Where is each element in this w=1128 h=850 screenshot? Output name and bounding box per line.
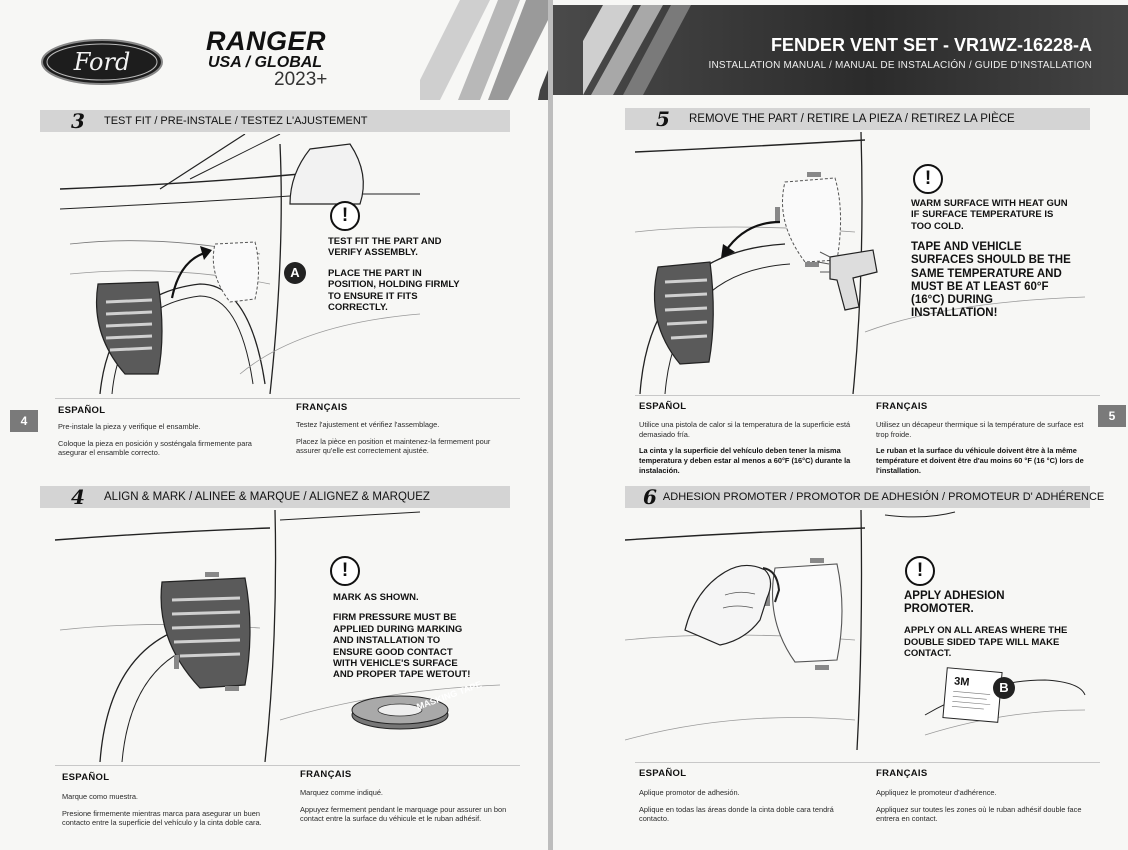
step-5-warning: WARM SURFACE WITH HEAT GUN IF SURFACE TE… xyxy=(911,198,1076,329)
header-stripes xyxy=(583,5,691,95)
step-number: 5 xyxy=(656,107,670,131)
page-number-tab: 5 xyxy=(1098,405,1126,427)
ford-logo-icon: Ford xyxy=(41,39,163,85)
wipe-brand-label: 3M xyxy=(954,675,970,688)
french-line-2: Appliquez sur toutes les zones où le rub… xyxy=(876,804,1082,824)
page-gutter xyxy=(548,0,553,850)
step-title: TEST FIT / PRE-INSTALE / TESTEZ L'AJUSTE… xyxy=(104,115,368,127)
spanish-heading: ESPAÑOL xyxy=(62,772,110,783)
step-6-warning: APPLY ADHESION PROMOTER. APPLY ON ALL AR… xyxy=(904,590,1074,669)
right-page: FENDER VENT SET - VR1WZ-16228-A INSTALLA… xyxy=(553,0,1128,850)
french-line-2: Appuyez fermement pendant le marquage po… xyxy=(300,804,507,824)
step-title: ADHESION PROMOTER / PROMOTOR DE ADHESIÓN… xyxy=(662,491,1105,503)
page-number-tab: 4 xyxy=(10,410,38,432)
warning-line-1: WARM SURFACE WITH HEAT GUN IF SURFACE TE… xyxy=(911,198,1068,232)
warning-line-2: TAPE AND VEHICLE SURFACES SHOULD BE THE … xyxy=(911,241,1071,320)
step-5-bar: 5 REMOVE THE PART / RETIRE LA PIEZA / RE… xyxy=(625,107,1090,131)
warning-icon: ! xyxy=(330,556,360,586)
step-number: 6 xyxy=(643,485,657,509)
step-3-warning: TEST FIT THE PART AND VERIFY ASSEMBLY. P… xyxy=(328,236,468,322)
spanish-line-2: La cinta y la superficie del vehículo de… xyxy=(639,446,851,475)
step-6-bar: 6 ADHESION PROMOTER / PROMOTOR DE ADHESI… xyxy=(625,485,1104,509)
svg-text:Ford: Ford xyxy=(73,48,131,76)
warning-icon: ! xyxy=(913,164,943,194)
spanish-heading: ESPAÑOL xyxy=(58,405,106,416)
warning-line-2: PLACE THE PART IN POSITION, HOLDING FIRM… xyxy=(328,267,460,313)
spanish-text: Pre-instale la pieza y verifique el ensa… xyxy=(58,422,278,465)
adhesion-wipe-packet-icon: 3M xyxy=(942,667,1003,723)
french-line-1: Appliquez le promoteur d'adhérence. xyxy=(876,788,997,797)
step-title: ALIGN & MARK / ALINEE & MARQUE / ALIGNEZ… xyxy=(104,491,430,503)
spanish-line-2: Presione firmemente mientras marca para … xyxy=(62,808,262,828)
french-line-2: Placez la pièce en position et maintenez… xyxy=(296,436,491,456)
divider xyxy=(55,398,520,399)
warning-line-2: APPLY ON ALL AREAS WHERE THE DOUBLE SIDE… xyxy=(904,625,1068,660)
year-label: 2023+ xyxy=(274,69,328,90)
step-4-illustration: MASKING TAPE xyxy=(54,510,501,762)
warning-icon: ! xyxy=(330,201,360,231)
step-4-bar: 4 ALIGN & MARK / ALINEE & MARQUE / ALIGN… xyxy=(40,485,510,509)
spanish-text: Marque como muestra. Presione firmemente… xyxy=(62,792,284,835)
spanish-line-2: Aplique en todas las áreas donde la cint… xyxy=(639,804,834,824)
step-number: 4 xyxy=(71,485,85,509)
warning-line-2: FIRM PRESSURE MUST BE APPLIED DURING MAR… xyxy=(333,612,471,681)
french-heading: FRANÇAIS xyxy=(296,402,348,413)
spanish-line-1: Aplique promotor de adhesión. xyxy=(639,788,740,797)
warning-line-1: APPLY ADHESION PROMOTER. xyxy=(904,590,1005,616)
spanish-text: Aplique promotor de adhesión. Aplique en… xyxy=(639,788,861,831)
step-5-illustration xyxy=(634,132,1086,394)
step-3-illustration xyxy=(59,134,421,394)
header-stripes xyxy=(420,0,548,100)
french-text: Testez l'ajustement et vérifiez l'assemb… xyxy=(296,420,516,463)
step-4-warning: MARK AS SHOWN. FIRM PRESSURE MUST BE APP… xyxy=(333,592,473,690)
product-title: FENDER VENT SET - VR1WZ-16228-A xyxy=(770,35,1092,55)
step-title: REMOVE THE PART / RETIRE LA PIEZA / RETI… xyxy=(689,113,1015,125)
french-heading: FRANÇAIS xyxy=(876,401,928,412)
french-line-1: Utilisez un décapeur thermique si la tem… xyxy=(876,420,1084,439)
hand-applying-icon xyxy=(684,564,781,646)
warning-line-1: TEST FIT THE PART AND VERIFY ASSEMBLY. xyxy=(328,236,442,259)
french-heading: FRANÇAIS xyxy=(876,768,928,779)
callout-a-badge: A xyxy=(284,262,306,284)
spanish-line-1: Marque como muestra. xyxy=(62,792,138,801)
french-heading: FRANÇAIS xyxy=(300,769,352,780)
callout-b-badge: B xyxy=(993,677,1015,699)
divider xyxy=(635,395,1100,396)
warning-icon: ! xyxy=(905,556,935,586)
divider xyxy=(55,765,520,766)
french-line-1: Marquez comme indiqué. xyxy=(300,788,383,797)
french-line-2: Le ruban et la surface du véhicule doive… xyxy=(876,446,1084,475)
heat-gun-icon xyxy=(817,249,878,311)
spanish-line-1: Pre-instale la pieza y verifique el ensa… xyxy=(58,422,201,431)
warning-line-1: MARK AS SHOWN. xyxy=(333,592,419,603)
spanish-line-1: Utilice una pistola de calor si la tempe… xyxy=(639,420,851,439)
market-label: USA / GLOBAL xyxy=(208,54,323,71)
spanish-heading: ESPAÑOL xyxy=(639,768,687,779)
step-3-bar: 3 TEST FIT / PRE-INSTALE / TESTEZ L'AJUS… xyxy=(40,109,510,133)
left-page: Ford RANGER USA / GLOBAL 2023+ 3 TEST FI… xyxy=(0,0,548,850)
model-title: RANGER xyxy=(206,26,327,56)
manual-subtitle: INSTALLATION MANUAL / MANUAL DE INSTALAC… xyxy=(708,60,1092,71)
divider xyxy=(635,762,1100,763)
french-text: Utilisez un décapeur thermique si la tem… xyxy=(876,420,1091,482)
spanish-heading: ESPAÑOL xyxy=(639,401,687,412)
spanish-line-2: Coloque la pieza en posición y sosténgal… xyxy=(58,438,252,458)
french-text: Marquez comme indiqué. Appuyez fermement… xyxy=(300,788,522,831)
step-number: 3 xyxy=(71,109,85,133)
spanish-text: Utilice una pistola de calor si la tempe… xyxy=(639,420,861,482)
step-6-illustration: 3M xyxy=(625,510,1086,751)
french-text: Appliquez le promoteur d'adhérence. Appl… xyxy=(876,788,1091,831)
french-line-1: Testez l'ajustement et vérifiez l'assemb… xyxy=(296,420,440,429)
masking-tape-roll xyxy=(351,695,449,730)
